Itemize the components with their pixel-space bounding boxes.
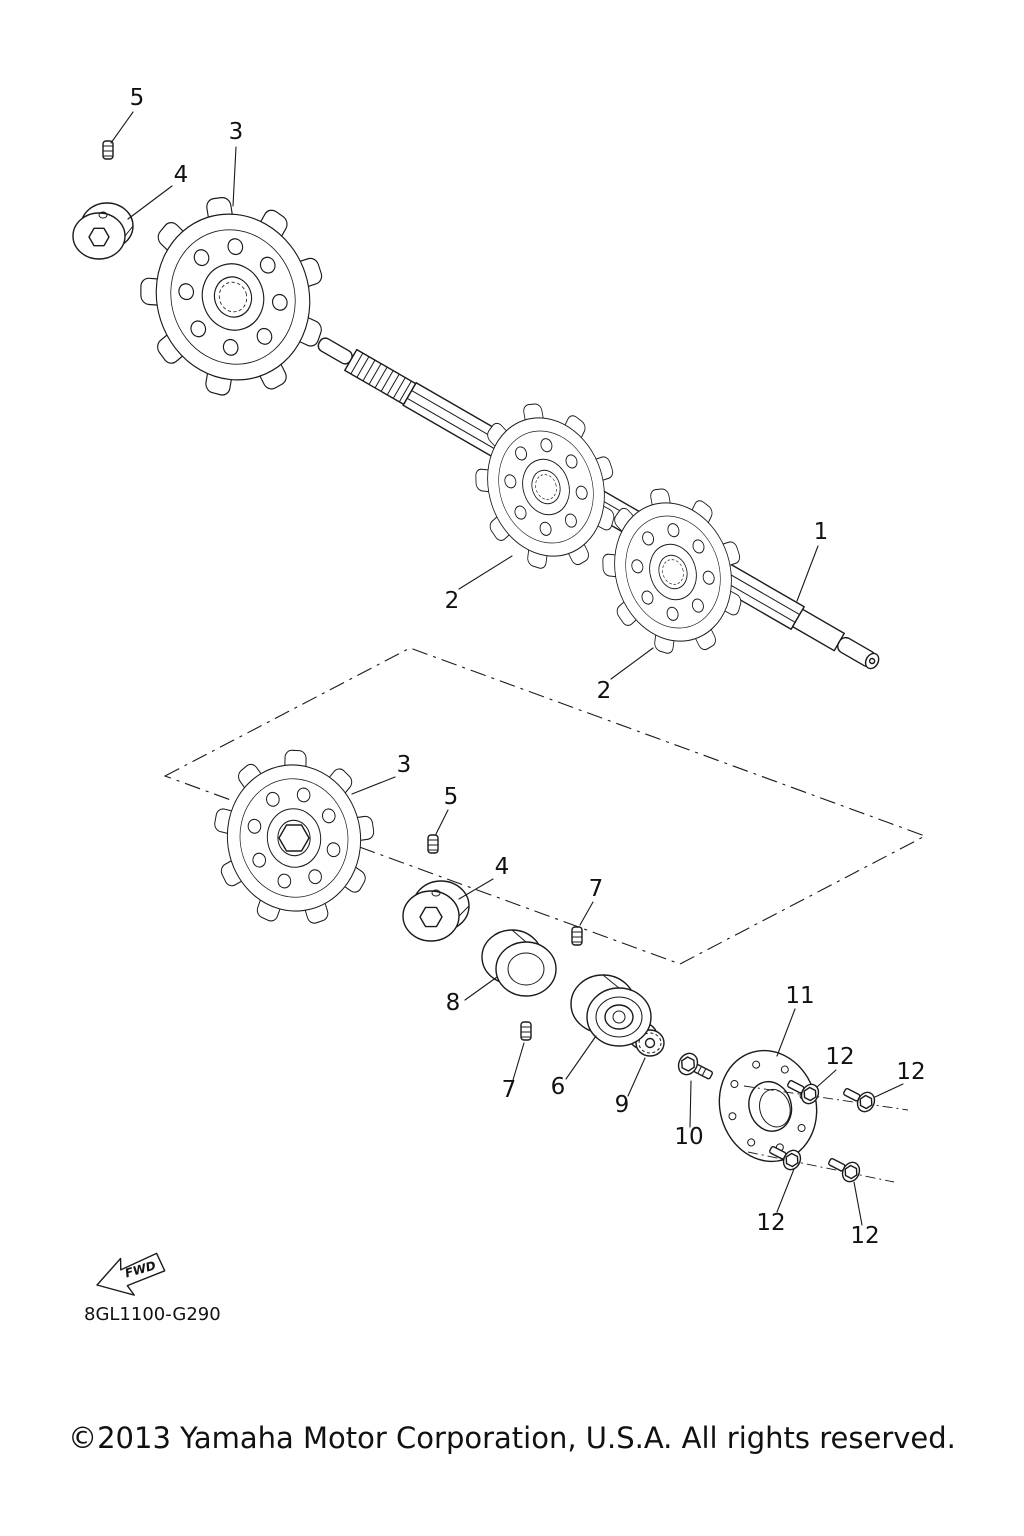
leader-1 [796, 545, 819, 602]
part-12-bolt-a [787, 1079, 820, 1105]
part-4-collar-top [72, 202, 134, 260]
callout-label-2-front: 2 [445, 588, 460, 614]
callout-3-top: 3 [229, 119, 244, 207]
callout-label-7-top: 7 [589, 876, 604, 902]
part-7-screw-upper [571, 926, 583, 946]
part-6-bearing [570, 974, 652, 1047]
part-3-sprocket-lower [203, 738, 386, 938]
callout-8: 8 [446, 976, 498, 1016]
callout-9: 9 [615, 1057, 646, 1118]
fwd-arrow-icon: FWD [96, 1252, 166, 1296]
part-12-bolt-c [769, 1145, 802, 1171]
leader-12-c [776, 1168, 795, 1213]
leader-9 [627, 1057, 646, 1097]
leader-3-top [232, 146, 237, 207]
callout-label-12-a: 12 [825, 1044, 854, 1070]
leader-10 [689, 1080, 692, 1128]
callout-4-bottom: 4 [458, 854, 510, 900]
callout-12-d: 12 [850, 1181, 880, 1249]
part-12-bolt-b [843, 1087, 876, 1113]
callout-label-9: 9 [615, 1092, 630, 1118]
leader-7-bottom [512, 1042, 525, 1081]
callout-4-top: 4 [127, 162, 189, 220]
callout-label-7-bottom: 7 [502, 1077, 517, 1103]
part-8-bearing-housing [481, 929, 557, 997]
callout-11: 11 [776, 983, 815, 1057]
callout-12-c: 12 [756, 1168, 795, 1236]
part-4-collar-lower [402, 880, 470, 942]
leader-12-b [874, 1083, 904, 1098]
callout-10: 10 [674, 1080, 704, 1150]
callout-7-top: 7 [579, 876, 604, 926]
callout-label-11: 11 [785, 983, 814, 1009]
part-11-flange-hub [718, 1049, 818, 1163]
leader-3-bottom [351, 776, 396, 795]
callout-label-12-d: 12 [850, 1223, 879, 1249]
callout-5-bottom: 5 [435, 784, 459, 835]
callout-1: 1 [796, 519, 829, 602]
leader-2-front [458, 555, 513, 590]
callout-label-3-top: 3 [229, 119, 244, 145]
part-3-sprocket-top [115, 172, 352, 422]
callout-3-bottom: 3 [351, 752, 412, 795]
part-10-bolt [677, 1052, 713, 1080]
part-7-screw-lower [520, 1021, 532, 1041]
callout-2-rear: 2 [597, 647, 654, 704]
callout-label-4-bottom: 4 [495, 854, 510, 880]
part-5-screw-lower [427, 834, 439, 854]
leader-5-top [110, 111, 134, 144]
leader-8 [464, 976, 498, 1001]
bolt-axis-line-lower [747, 1151, 895, 1183]
callout-label-5-bottom: 5 [444, 784, 459, 810]
callout-label-2-rear: 2 [597, 678, 612, 704]
callout-label-8: 8 [446, 990, 461, 1016]
part-5-screw-top [102, 140, 114, 160]
callout-label-6: 6 [551, 1074, 566, 1100]
callout-label-4-top: 4 [174, 162, 189, 188]
leader-12-d [853, 1181, 863, 1226]
leader-7-top [579, 901, 594, 926]
leader-2-rear [610, 647, 654, 680]
callout-12-a: 12 [816, 1044, 855, 1088]
callout-label-12-c: 12 [756, 1210, 785, 1236]
callout-label-3-bottom: 3 [397, 752, 412, 778]
leader-12-a [816, 1069, 837, 1088]
leader-4-top [127, 185, 173, 220]
callout-label-12-b: 12 [896, 1059, 925, 1085]
leader-4-bottom [458, 878, 494, 900]
callout-2-front: 2 [445, 555, 513, 614]
callout-12-b: 12 [874, 1059, 926, 1098]
bolt-axis-line-upper [743, 1085, 909, 1111]
callout-label-5-top: 5 [130, 85, 145, 111]
callout-label-1: 1 [814, 519, 829, 545]
copyright-text: ©2013 Yamaha Motor Corporation, U.S.A. A… [68, 1421, 956, 1455]
leader-11 [776, 1008, 796, 1057]
diagram-code: 8GL1100-G290 [84, 1304, 221, 1325]
leader-5-bottom [435, 809, 449, 835]
callout-5-top: 5 [110, 85, 145, 144]
part-12-bolt-d [828, 1157, 861, 1183]
callout-label-10: 10 [674, 1124, 703, 1150]
callout-6: 6 [551, 1035, 597, 1100]
callout-7-bottom: 7 [502, 1042, 525, 1103]
leader-6 [565, 1035, 597, 1080]
mounting-plane-outline [163, 647, 927, 965]
